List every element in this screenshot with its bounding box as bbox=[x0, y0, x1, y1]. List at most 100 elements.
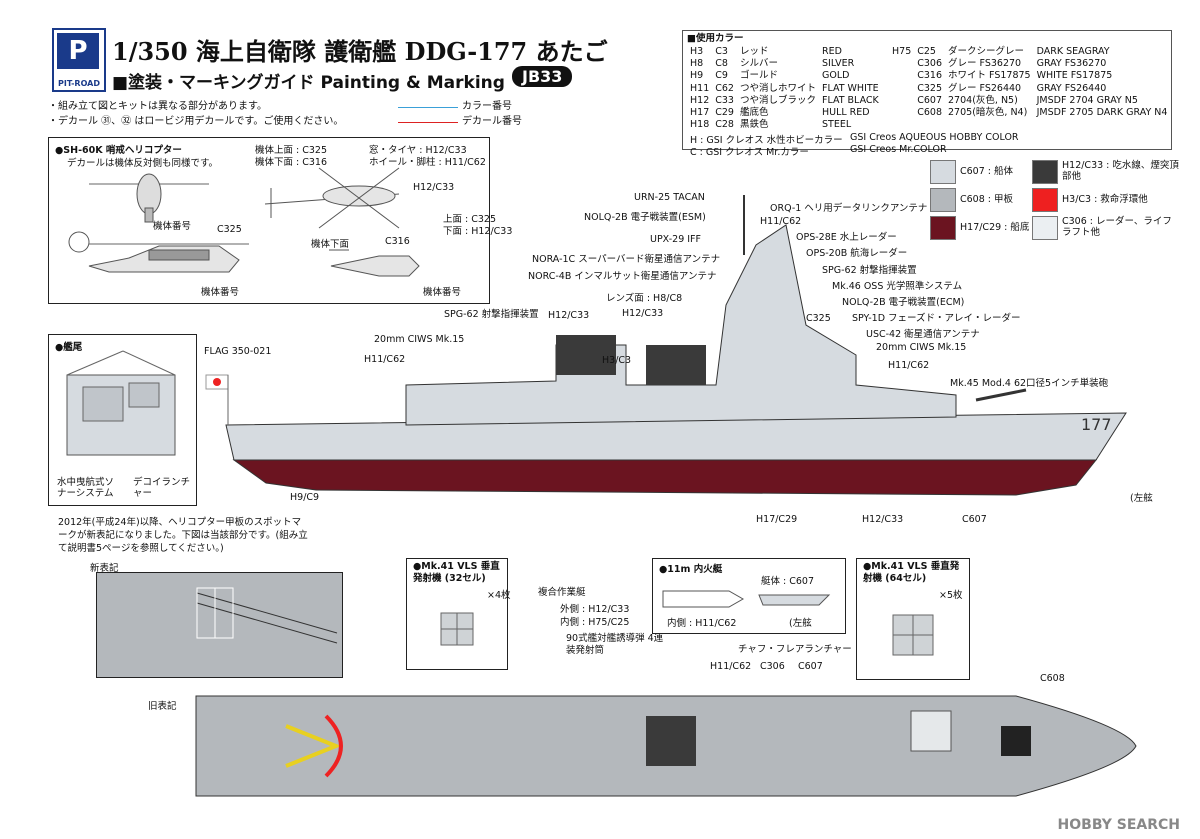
deck-new-panel bbox=[96, 572, 343, 678]
heli-body-top: 機体上面 : C325 bbox=[255, 145, 328, 156]
legend-decal-line bbox=[398, 122, 458, 123]
helicopter-drawings bbox=[68, 167, 420, 277]
color-cell: C325 bbox=[917, 82, 943, 94]
color-cell bbox=[889, 70, 914, 82]
swatch-label-h17: H17/C29 : 船底 bbox=[960, 222, 1030, 233]
hull-bottom bbox=[232, 459, 1098, 496]
boat-drawing bbox=[662, 590, 831, 608]
plan-inner: 内側 : H75/C25 bbox=[560, 617, 630, 628]
plan-vls-fwd bbox=[910, 710, 952, 752]
color-cell: JMSDF 2705 DARK GRAY N4 bbox=[1036, 107, 1168, 119]
heli-title: ●SH-60K 哨戒ヘリコプター bbox=[55, 145, 182, 156]
heli-h12: H12/C33 bbox=[413, 182, 455, 193]
vls64-panel: ●Mk.41 VLS 垂直発射機 (64セル) ×5枚 bbox=[856, 558, 970, 680]
heli-lower: 下面 : H12/C33 bbox=[443, 226, 513, 237]
page-title: 1/350 海上自衛隊 護衛艦 DDG-177 あたご bbox=[112, 37, 608, 66]
label-h17: H17/C29 bbox=[756, 514, 798, 525]
label-ciws-fwd: 20mm CIWS Mk.15 bbox=[876, 342, 967, 353]
label-lens: レンズ面 : H8/C8 bbox=[606, 293, 683, 304]
label-usc42: USC-42 衛星通信アンテナ bbox=[866, 329, 980, 340]
label-norc4b: NORC-4B インマルサット衛星通信アンテナ bbox=[528, 271, 717, 282]
color-cell bbox=[889, 83, 914, 95]
plan-multi: 複合作業艇 bbox=[538, 587, 586, 598]
color-cell: GRAY FS26440 bbox=[1036, 82, 1107, 94]
color-cell: H9 bbox=[690, 70, 704, 82]
color-cell: レッド bbox=[739, 46, 769, 57]
color-cell: C607 bbox=[917, 94, 943, 106]
color-cell: C608 bbox=[917, 107, 943, 119]
label-nora1c: NORA-1C スーパーバード衛星通信アンテナ bbox=[532, 254, 721, 265]
color-cell: SILVER bbox=[821, 58, 855, 70]
swatch-c607 bbox=[930, 160, 956, 184]
label-spg62-aft: SPG-62 射撃指揮装置 bbox=[444, 309, 539, 320]
label-h12-hull: H12/C33 bbox=[862, 514, 904, 525]
plan-chaff: チャフ・フレアランチャー bbox=[738, 644, 852, 655]
deck-old-label: 旧表記 bbox=[148, 701, 177, 712]
color-cell: H8 bbox=[690, 58, 704, 70]
swatch-h17 bbox=[930, 216, 956, 240]
swatch-label-h3: H3/C3 : 救命浮環他 bbox=[1062, 194, 1148, 205]
color-cell: H75 bbox=[892, 46, 912, 57]
heli-top-view bbox=[89, 173, 209, 223]
plan-vls-aft bbox=[646, 716, 696, 766]
color-cell: 2704(灰色, N5) bbox=[948, 94, 1018, 106]
heli-side-view bbox=[68, 231, 249, 273]
color-cell: H11 bbox=[690, 82, 710, 94]
boat-inner: 内側 : H11/C62 bbox=[667, 618, 737, 629]
stern-title: ●艦尾 bbox=[55, 342, 83, 353]
color-cell: つや消しブラック bbox=[739, 94, 816, 106]
plan-c306: C306 bbox=[760, 661, 785, 672]
label-h9: H9/C9 bbox=[290, 492, 320, 503]
vls64-qty: ×5枚 bbox=[939, 590, 963, 601]
label-orq1: ORQ-1 ヘリ用データリンクアンテナ bbox=[770, 203, 928, 214]
color-cell: グレー FS26440 bbox=[948, 82, 1022, 94]
color-cell bbox=[889, 58, 914, 70]
label-h3: H3/C3 bbox=[602, 355, 632, 366]
color-cell: C62 bbox=[715, 82, 734, 94]
color-cell: RED bbox=[821, 46, 842, 57]
boat-title: ●11m 内火艇 bbox=[659, 564, 723, 575]
legend-color-label: カラー番号 bbox=[462, 101, 512, 112]
label-h11-aft: H11/C62 bbox=[364, 354, 406, 365]
color-cell: ゴールド bbox=[739, 70, 778, 82]
color-cell: C9 bbox=[715, 70, 728, 82]
color-cell: C8 bbox=[715, 58, 728, 70]
legend-decal-label: デカール番号 bbox=[462, 116, 522, 127]
label-mk45: Mk.45 Mod.4 62口径5インチ単装砲 bbox=[950, 378, 1109, 389]
color-cell: HULL RED bbox=[821, 107, 870, 119]
vls64-title: ●Mk.41 VLS 垂直発射機 (64セル) bbox=[863, 561, 960, 584]
color-cell: H12 bbox=[690, 94, 710, 106]
flight-deck-line-red bbox=[324, 714, 343, 778]
color-cell: C316 bbox=[917, 70, 943, 82]
color-cell: H3 bbox=[690, 46, 704, 57]
color-cell: C28 bbox=[715, 119, 734, 131]
swatch-h12 bbox=[1032, 160, 1058, 184]
page-subtitle: ■塗装・マーキングガイド Painting & Marking bbox=[112, 73, 505, 93]
label-h12-fwd: H12/C33 bbox=[622, 308, 664, 319]
color-cell: C33 bbox=[715, 94, 734, 106]
label-c607: C607 bbox=[962, 514, 987, 525]
ensign-sun bbox=[213, 378, 221, 386]
label-ciws-aft: 20mm CIWS Mk.15 bbox=[374, 334, 465, 345]
color-cell: DARK SEAGRAY bbox=[1036, 46, 1110, 57]
color-swatches: C607 : 船体 H12/C33 : 吃水線、煙突頂部他 C608 : 甲板 … bbox=[930, 160, 1180, 242]
vls64-decal bbox=[892, 614, 934, 656]
pit-road-logo: P PIT-ROAD bbox=[52, 28, 106, 92]
vls32-title: ●Mk.41 VLS 垂直発射機 (32セル) bbox=[413, 561, 500, 584]
label-mk46: Mk.46 OSS 光学照準システム bbox=[832, 281, 963, 292]
color-cell: H18 bbox=[690, 119, 710, 131]
color-cell: FLAT WHITE bbox=[821, 82, 879, 94]
boat-port: (左舷 bbox=[789, 618, 812, 629]
watermark: HOBBY SEARCH bbox=[1057, 817, 1180, 833]
color-cell: シルバー bbox=[739, 58, 778, 70]
label-spg62-fwd: SPG-62 射撃指揮装置 bbox=[822, 265, 917, 276]
swatch-label-c608: C608 : 甲板 bbox=[960, 194, 1014, 205]
color-cell: JMSDF 2704 GRAY N5 bbox=[1036, 94, 1138, 106]
heli-number-1: 機体番号 bbox=[153, 221, 192, 232]
